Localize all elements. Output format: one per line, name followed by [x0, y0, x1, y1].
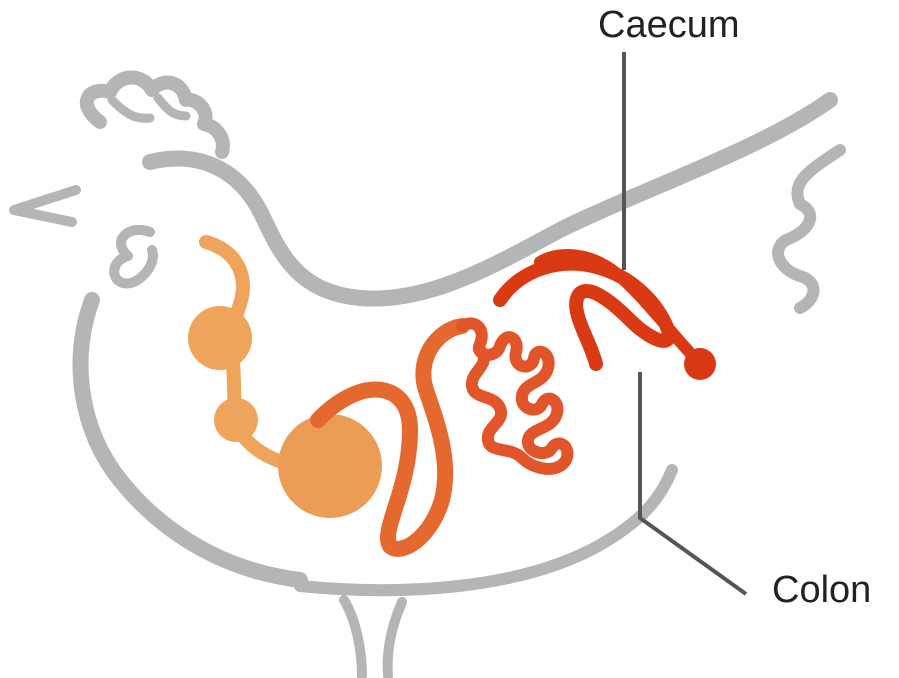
leg-left [344, 600, 362, 676]
beak [14, 190, 76, 222]
tail-feathers [778, 150, 840, 308]
cloaca [684, 348, 716, 380]
comb-inner [112, 98, 186, 118]
gizzard [278, 414, 382, 518]
small-intestine-coils [462, 323, 567, 468]
wattle [114, 230, 153, 284]
crop [188, 306, 252, 370]
colon-leader-line [640, 372, 746, 594]
comb [87, 77, 223, 152]
leg-right [388, 602, 402, 676]
head-back-line [150, 100, 830, 299]
proventriculus [214, 398, 258, 442]
colon-label: Colon [772, 569, 871, 611]
caecum-label: Caecum [598, 4, 740, 46]
